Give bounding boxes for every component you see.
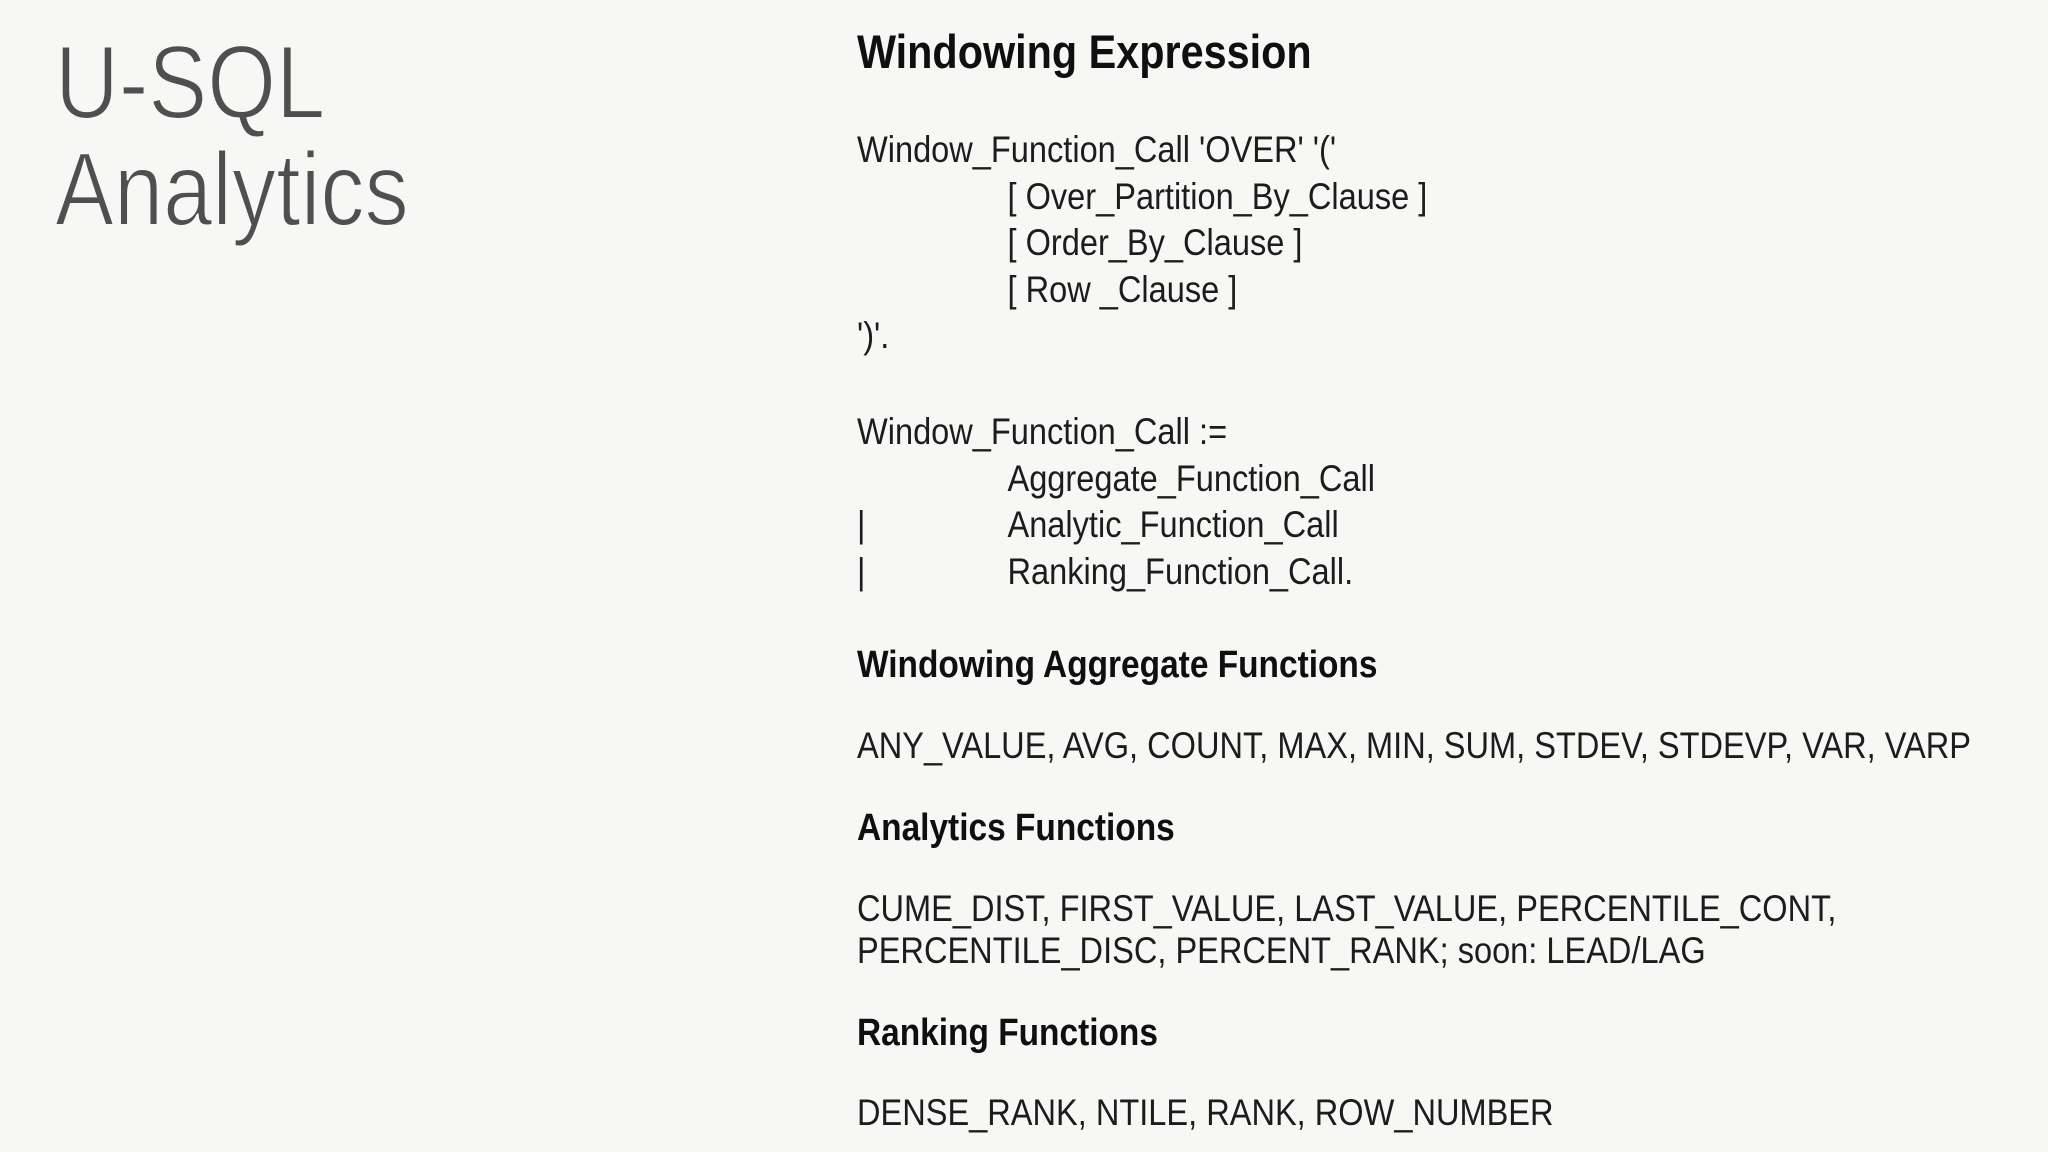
syntax-text: [ Over_Partition_By_Clause ] — [1007, 175, 1428, 217]
function-list-line: ANY_VALUE, AVG, COUNT, MAX, MIN, SUM, ST… — [857, 725, 1971, 766]
syntax-text: Analytic_Function_Call — [1007, 504, 1339, 545]
syntax-line: [ Over_Partition_By_Clause ] — [857, 174, 1427, 221]
alternation-pipe: | — [857, 504, 866, 545]
function-list-line: PERCENTILE_DISC, PERCENT_RANK; soon: LEA… — [857, 930, 1706, 971]
alternation-pipe: | — [857, 550, 866, 592]
syntax-text: [ Order_By_Clause ] — [1007, 222, 1303, 263]
syntax-text: Aggregate_Function_Call — [1007, 457, 1375, 499]
subheading-analytics-functions: Analytics Functions — [857, 807, 1175, 849]
syntax-line: Window_Function_Call 'OVER' '(' — [857, 127, 1427, 174]
slide-content: Windowing Expression Window_Function_Cal… — [857, 0, 2036, 1152]
syntax-line: [ Order_By_Clause ] — [857, 220, 1427, 267]
subheading-ranking-functions: Ranking Functions — [857, 1012, 1158, 1054]
slide-title-line-1: U-SQL — [54, 25, 326, 141]
syntax-line: Aggregate_Function_Call — [857, 456, 1375, 503]
ranking-function-list: DENSE_RANK, NTILE, RANK, ROW_NUMBER — [857, 1090, 1554, 1136]
analytics-function-list: CUME_DIST, FIRST_VALUE, LAST_VALUE, PERC… — [857, 888, 1836, 972]
section-heading-windowing-expression: Windowing Expression — [857, 25, 1312, 78]
syntax-text: Ranking_Function_Call. — [1007, 550, 1354, 592]
syntax-text: [ Row _Clause ] — [1007, 268, 1238, 310]
slide-title-line-2: Analytics — [54, 132, 409, 248]
syntax-text: Window_Function_Call := — [857, 411, 1228, 452]
syntax-line: Window_Function_Call := — [857, 409, 1375, 456]
syntax-block-over-clause: Window_Function_Call 'OVER' '(' [ Over_P… — [857, 127, 1427, 360]
syntax-text: ')'. — [857, 315, 890, 356]
slide-title: U-SQL Analytics — [54, 25, 409, 248]
syntax-block-function-call-definition: Window_Function_Call := Aggregate_Functi… — [857, 409, 1375, 595]
syntax-line: [ Row _Clause ] — [857, 267, 1427, 314]
function-list-line: CUME_DIST, FIRST_VALUE, LAST_VALUE, PERC… — [857, 888, 1837, 929]
syntax-line: | Ranking_Function_Call. — [857, 549, 1375, 596]
aggregate-function-list: ANY_VALUE, AVG, COUNT, MAX, MIN, SUM, ST… — [857, 723, 1971, 769]
syntax-line: | Analytic_Function_Call — [857, 502, 1375, 549]
function-list-line: DENSE_RANK, NTILE, RANK, ROW_NUMBER — [857, 1092, 1554, 1133]
syntax-text: Window_Function_Call 'OVER' '(' — [857, 129, 1337, 170]
subheading-windowing-aggregate-functions: Windowing Aggregate Functions — [857, 644, 1378, 686]
syntax-line: ')'. — [857, 313, 1427, 360]
